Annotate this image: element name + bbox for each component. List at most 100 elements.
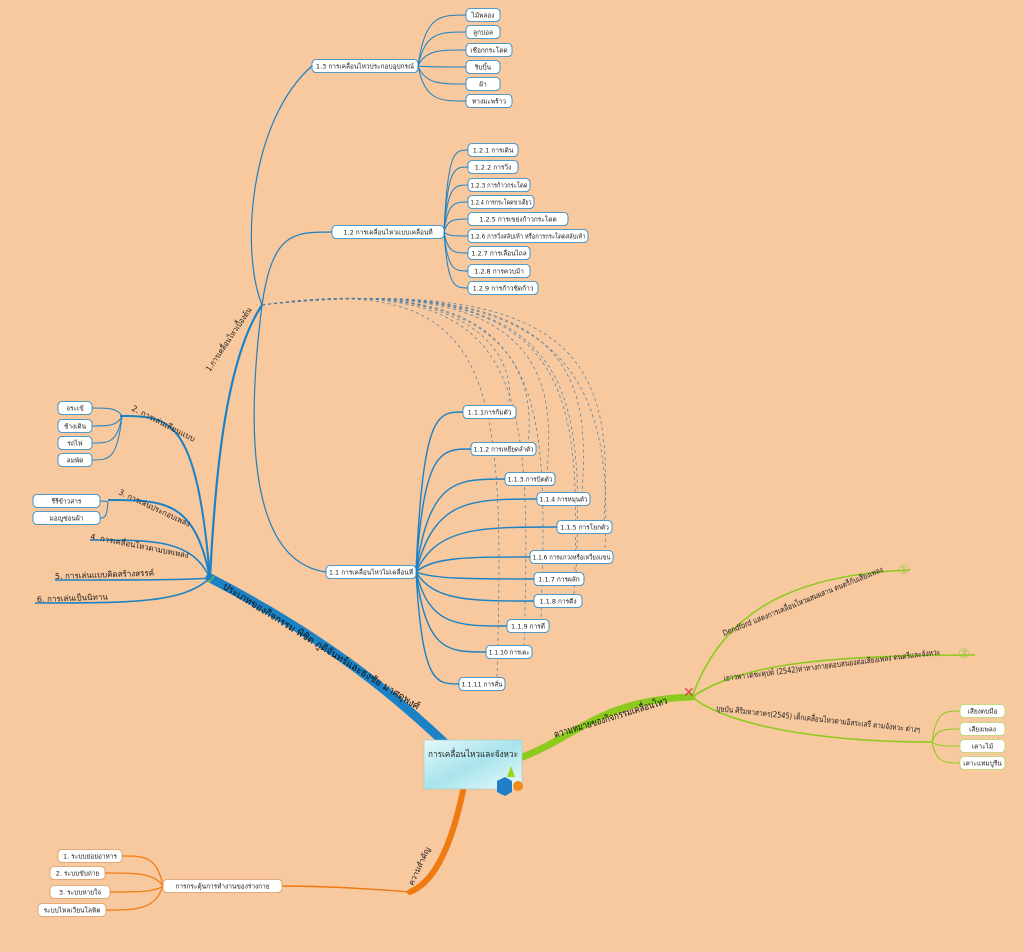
- nonlocomotor-item-label: 1.1.1การก้มตัว: [468, 409, 512, 417]
- locomotor-item[interactable]: 1.2.9 การก้าวชิดก้าว: [467, 281, 539, 295]
- meaning-label[interactable]: ความหมายของกิจกรรมเคลื่อนไหว: [552, 693, 669, 741]
- node-nonlocomotor[interactable]: 1.1 การเคลื่อนไหวไม่เคลื่อนที่: [325, 565, 417, 579]
- equipment-item[interactable]: เชือกกระโดด: [465, 43, 513, 57]
- nonlocomotor-item-label: 1.1.9 การตี: [511, 623, 545, 631]
- locomotor-item[interactable]: 1.2.8 การควบม้า: [467, 264, 531, 278]
- equipment-item-label: เชือกกระโดด: [470, 47, 507, 55]
- connector-line: [34, 577, 211, 604]
- equipment-item[interactable]: ผ้า: [465, 77, 501, 91]
- locomotor-item[interactable]: 1.2.7 การเลื่อนไถล: [467, 246, 531, 260]
- nonlocomotor-item-label: 1.1.8 การดึง: [539, 598, 576, 606]
- locomotor-item[interactable]: 1.2.1 การเดิน: [467, 143, 519, 157]
- locomotor-item[interactable]: 1.2.6 การวิ่งสลับเท้า หรือการกระโดดสลับเ…: [467, 229, 589, 243]
- branch-importance: [407, 783, 467, 895]
- meaning-def-2[interactable]: เยาวพา เดชะคุปต์ (2542)ท่าทางกายตอบสนองต…: [723, 646, 941, 682]
- equipment-item[interactable]: ทางมะพร้าว: [465, 94, 513, 108]
- nonlocomotor-item[interactable]: 1.1.8 การดึง: [533, 594, 583, 608]
- connectors: [34, 14, 976, 911]
- imitation-item-label: ช้างเดิน: [64, 423, 87, 431]
- connector-line: [931, 741, 961, 747]
- songs-label[interactable]: 3. การเล่นประกอบเพลง: [117, 488, 192, 529]
- meaning-item[interactable]: เคาะแทมบูรีน: [959, 756, 1006, 770]
- connector-line: [208, 304, 263, 579]
- connector-line: [91, 415, 123, 427]
- node-body-stimulation[interactable]: การกระตุ้นการทำงานของร่างกาย: [162, 879, 283, 893]
- nonlocomotor-item[interactable]: 1.1.4 การหมุนตัว: [536, 492, 591, 506]
- locomotor-item-label: 1.2.2 การวิ่ง: [475, 163, 512, 172]
- song-item[interactable]: มอญซ่อนผ้า: [32, 511, 101, 525]
- nonlocomotor-item[interactable]: 1.1.5 การโยกตัว: [556, 520, 613, 534]
- connector-line: [119, 415, 211, 579]
- types-label[interactable]: ประเภทของกิจกรรม พิชิต ภูติจันทร์และธงชั…: [220, 580, 422, 712]
- node-locomotor-label: 1.2 การเคลื่อนไหวแบบเคลื่อนที่: [343, 228, 432, 237]
- story-label[interactable]: 6. การเล่นเป็นนิทาน: [37, 592, 109, 604]
- node-locomotor[interactable]: 1.2 การเคลื่อนไหวแบบเคลื่อนที่: [331, 225, 445, 239]
- locomotor-item[interactable]: 1.2.2 การวิ่ง: [467, 160, 519, 174]
- nonlocomotor-item[interactable]: 1.1.7 การผลัก: [533, 572, 585, 586]
- imitation-item[interactable]: รถไฟ: [57, 436, 93, 450]
- locomotor-item[interactable]: 1.2.4 การกระโดดขาเดียว: [467, 195, 535, 209]
- connector-line: [104, 872, 164, 887]
- nonlocomotor-item-label: 1.1.10 การเตะ: [489, 649, 530, 657]
- importance-item[interactable]: 1. ระบบย่อยอาหาร: [57, 849, 123, 863]
- equipment-item[interactable]: ริบบิ้น: [465, 60, 501, 74]
- importance-item[interactable]: ระบบไหลเวียนโลหิต: [37, 903, 107, 917]
- connector-line: [443, 201, 469, 233]
- song-item[interactable]: รีรีข้าวสาร: [32, 494, 101, 508]
- connector-line: [91, 407, 123, 417]
- importance-item[interactable]: 2. ระบบขับถ่าย: [49, 866, 106, 880]
- node-body-stimulation-label: การกระตุ้นการทำงานของร่างกาย: [175, 883, 269, 891]
- connector-line: [417, 49, 467, 67]
- creative-label[interactable]: 5. การเล่นแบบคิดสร้างสรรค์: [55, 568, 154, 581]
- locomotor-item[interactable]: 1.2.5 การเขย่งก้าวกระโดด: [467, 212, 569, 226]
- equipment-item[interactable]: ไม้พลอง: [465, 8, 501, 22]
- equipment-item[interactable]: ลูกบอล: [465, 25, 501, 39]
- connector-line: [89, 539, 211, 579]
- nonlocomotor-item[interactable]: 1.1.1การก้มตัว: [462, 405, 517, 419]
- meaning-def-1[interactable]: Dendford แสดงการเคลื่อนไหวผสมผสาน ดนตรีก…: [721, 563, 885, 638]
- locomotor-item-label: 1.2.4 การกระโดดขาเดียว: [471, 199, 532, 207]
- locomotor-item-label: 1.2.1 การเดิน: [473, 147, 514, 155]
- nonlocomotor-item[interactable]: 1.1.3.การบิดตัว: [504, 472, 556, 486]
- meaning-item[interactable]: เสียงตบมือ: [959, 704, 1006, 718]
- imitation-item[interactable]: ช้างเดิน: [57, 419, 93, 433]
- nonlocomotor-item[interactable]: 1.1.10 การเตะ: [485, 645, 533, 659]
- equipment-item-label: ไม้พลอง: [471, 12, 495, 20]
- dashed-connector: [261, 298, 500, 678]
- song-item-label: มอญซ่อนผ้า: [50, 515, 84, 523]
- dashed-connector: [261, 298, 584, 493]
- nonlocomotor-item-label: 1.1.2 การเหยียดลำตัว: [474, 446, 534, 454]
- importance-item[interactable]: 3. ระบบหายใจ: [49, 885, 111, 899]
- equipment-item-label: ริบบิ้น: [474, 63, 491, 72]
- dashed-connector: [261, 298, 606, 521]
- connector-line: [253, 304, 327, 573]
- node-equipment[interactable]: 1.3 การเคลื่อนไหวประกอบอุปกรณ์: [311, 59, 419, 73]
- imitation-item[interactable]: ลมพัด: [57, 453, 93, 467]
- connector-line: [99, 501, 109, 519]
- connector-line: [91, 415, 123, 444]
- nonlocomotor-item[interactable]: 1.1.9 การตี: [506, 619, 550, 633]
- imitation-item[interactable]: จระเข้: [57, 401, 93, 415]
- nonlocomotor-item[interactable]: 1.1.11 การสั่น: [458, 677, 506, 691]
- meaning-item[interactable]: เคาะไม้: [959, 739, 1006, 753]
- locomotor-item-label: 1.2.3 การก้าวกระโดด: [471, 182, 528, 190]
- connector-line: [443, 231, 469, 237]
- connector-line: [250, 65, 313, 306]
- equipment-item-label: ผ้า: [479, 81, 487, 89]
- nonlocomotor-item[interactable]: 1.1.2 การเหยียดลำตัว: [470, 442, 537, 456]
- locomotor-item[interactable]: 1.2.3 การก้าวกระโดด: [467, 178, 531, 192]
- branch-meaning: [516, 693, 696, 762]
- connector-line: [415, 556, 531, 573]
- central-topic[interactable]: การเคลื่อนไหวและจังหวะ: [423, 739, 523, 796]
- branch-types: [205, 573, 453, 751]
- locomotor-item-label: 1.2.5 การเขย่งก้าวกระโดด: [479, 216, 556, 224]
- nonlocomotor-item[interactable]: 1.1.6 การแกว่งหรือเหวี่ยงแขน: [529, 550, 614, 564]
- connector-line: [415, 411, 464, 573]
- connector-line: [415, 571, 508, 627]
- rhythm-label[interactable]: 4. การเคลื่อนไหวตามบทเพลง: [90, 530, 190, 560]
- meaning-def-3[interactable]: บุษบัน ศิริมหาสาคร(2545) เด็กเคลื่อนไหวต…: [716, 702, 921, 734]
- nonlocomotor-item-label: 1.1.6 การแกว่งหรือเหวี่ยงแขน: [533, 553, 611, 562]
- imitation-label[interactable]: 2. การเล่นเลียนแบบ: [130, 404, 196, 444]
- dashed-connector: [261, 298, 527, 646]
- meaning-item[interactable]: เสียงเพลง: [959, 722, 1006, 736]
